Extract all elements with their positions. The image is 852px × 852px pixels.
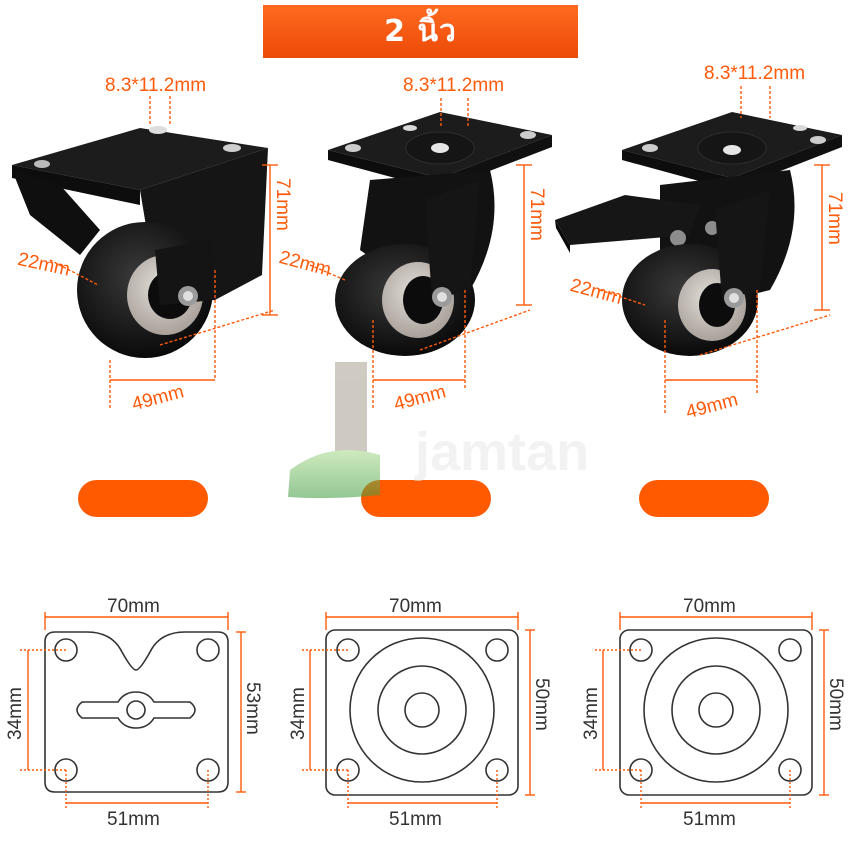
caster3-plate-hole-label: 8.3*11.2mm (704, 63, 806, 84)
plate2-width-label: 70mm (389, 596, 442, 617)
size-title: 2 นิ้ว (384, 14, 457, 49)
plate1-length-label: 53mm (242, 682, 263, 735)
caster3-height-label: 71mm (824, 192, 845, 245)
swivel-caster-image (328, 112, 552, 356)
watermark-logo: jamtan (288, 362, 589, 499)
plate1-hole-spacing-x-label: 51mm (107, 809, 160, 830)
caster1-plate-hole-label: 8.3*11.2mm (105, 75, 207, 96)
plate-dimension-lines (20, 612, 829, 810)
plate1-hole-spacing-y-label: 34mm (5, 687, 26, 740)
svg-text:jamtan: jamtan (414, 422, 589, 482)
plate3-width-label: 70mm (683, 596, 736, 617)
brake-caster-image (555, 112, 842, 356)
plate2-hole-spacing-y-label: 34mm (288, 687, 309, 740)
plate3-hole-spacing-x-label: 51mm (683, 809, 736, 830)
plate-drawings (44, 629, 813, 796)
plate3-hole-spacing-y-label: 34mm (581, 687, 602, 740)
label-pill-brake (639, 480, 769, 517)
caster2-plate-hole-label: 8.3*11.2mm (403, 75, 505, 96)
plate2-length-label: 50mm (531, 678, 552, 731)
label-pill-swivel (361, 480, 491, 517)
caster2-height-label: 71mm (526, 188, 547, 241)
plate2-hole-spacing-x-label: 51mm (389, 809, 442, 830)
plate1-width-label: 70mm (107, 596, 160, 617)
plate3-length-label: 50mm (825, 678, 846, 731)
size-banner: 2 นิ้ว (263, 5, 578, 58)
caster1-height-label: 71mm (272, 178, 293, 231)
fixed-caster-image (12, 126, 268, 358)
label-pill-fixed (78, 480, 208, 517)
caster-dimension-lines (49, 86, 831, 415)
